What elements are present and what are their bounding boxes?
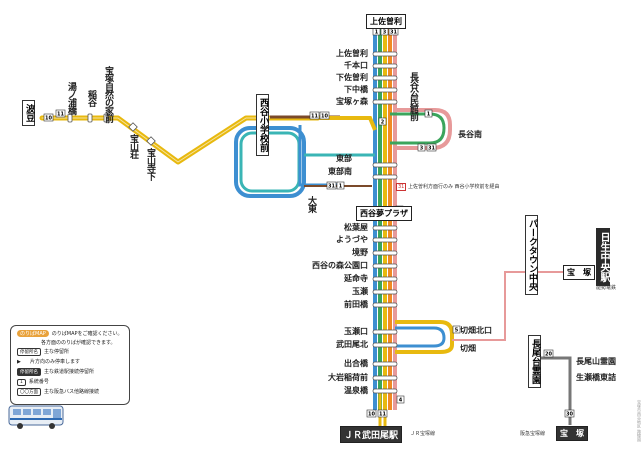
svg-text:1: 1 [427, 112, 431, 118]
svg-text:20: 20 [545, 352, 552, 358]
stop-toubu-minami: 東部南 [328, 167, 352, 176]
stop-takarazukagamori: 宝塚ヶ森 [336, 97, 368, 106]
stop-toubu: 東部 [336, 154, 352, 163]
nitto-line-note: 能勢電鉄 [596, 285, 617, 291]
route-east-south [395, 271, 590, 354]
stop-tamase: 玉瀬 [352, 287, 368, 296]
stop-youzuya: ようづや [336, 235, 368, 244]
svg-text:1: 1 [375, 30, 379, 36]
stop-kiribata: 切畑 [460, 344, 476, 353]
station-kamisasahagi-top: 上佐曽利 [366, 14, 406, 29]
legend-row-hankyu: 〇〇方面主な阪急バス他路線接続 [17, 388, 99, 396]
stop-nagaoyama-reien: 長尾山霊園 [576, 357, 616, 366]
legend-row-stop: 停留所名主な停留所 [17, 348, 69, 356]
station-jr-takedao: ＪＲ武田尾駅 [340, 426, 403, 443]
legend-desc: 各方面ののりばが確認できます。 [41, 340, 116, 346]
svg-text:11: 11 [311, 114, 318, 120]
bus-illustration [8, 405, 64, 429]
stop-shimonakabashi: 下中橋 [344, 85, 368, 94]
route-gray-nagao [540, 356, 572, 425]
stop-inatani: 稲谷 [86, 90, 96, 106]
stop-kiribata-kitaguchi: 切畑北口 [460, 326, 492, 335]
legend-row-rail: 停留所名主な鉄道駅接続停留所 [17, 368, 94, 376]
svg-text:31: 31 [428, 146, 435, 152]
svg-text:31: 31 [390, 30, 397, 36]
route-yellow-link [318, 116, 377, 131]
svg-text:10: 10 [321, 114, 328, 120]
svg-text:10: 10 [45, 116, 52, 122]
route31-note: 31 上佐曽利方面行のみ 西谷小学校前を経由 [396, 183, 500, 191]
stop-enmeiji: 延命寺 [344, 274, 368, 283]
stop-senbonguchi: 千本口 [344, 61, 368, 70]
stop-matsubaya: 松葉屋 [344, 223, 368, 232]
trunk-stops [372, 51, 398, 394]
stop-deaibashi: 出合橋 [344, 359, 368, 368]
stop-ooiwa-inari: 大岩稲荷前 [328, 373, 368, 382]
stop-hase-minami: 長谷南 [458, 130, 482, 139]
station-nagaodai: 長尾台霊園 [528, 335, 541, 388]
stop-kamisasahagi: 上佐曽利 [336, 49, 368, 58]
station-takarazuka-right: 宝 塚 [563, 265, 595, 280]
station-nishitani-plaza: 西谷夢プラザ [356, 206, 412, 221]
route-yellow-west [39, 115, 321, 165]
route-pink-hase [390, 108, 452, 150]
station-nitto: 日生中央駅 [596, 228, 610, 286]
stop-maedabashi: 前田橋 [344, 300, 368, 309]
station-hazu: 波豆 [22, 100, 35, 126]
svg-text:2: 2 [381, 120, 385, 126]
svg-text:5: 5 [455, 328, 459, 334]
svg-text:10: 10 [368, 412, 375, 418]
stop-takedao-kita: 武田尾北 [336, 340, 368, 349]
hankyu-line-note: 阪急宝塚線 [520, 431, 546, 437]
stop-yunourabashi: 湯ノ浦橋 [66, 82, 76, 114]
station-nishitani-school: 西谷小学校前 [256, 94, 269, 156]
svg-text:4: 4 [399, 398, 403, 404]
legend-row-oneway: ▶片方向のみ停車します [17, 359, 81, 365]
stop-onsenbashi: 温泉橋 [344, 386, 368, 395]
stop-nishitani-no-mori: 西谷の森公園口 [312, 261, 368, 270]
station-park-town: パークタウン中央 [525, 215, 538, 295]
svg-text:3: 3 [420, 146, 424, 152]
station-takarazuka-bottom: 宝 塚 [556, 426, 588, 441]
stop-namazebashi: 生瀬橋東詰 [576, 373, 616, 382]
svg-text:11: 11 [57, 112, 64, 118]
svg-text:11: 11 [379, 412, 386, 418]
svg-text:1: 1 [339, 184, 343, 190]
stop-sakaino: 境野 [352, 248, 368, 257]
stop-daitou: 大東 [306, 196, 316, 212]
stop-tamaseguchi: 玉瀬口 [344, 327, 368, 336]
svg-text:3: 3 [383, 30, 387, 36]
stop-shimosasahagi: 下佐曽利 [336, 73, 368, 82]
west-stops [67, 113, 156, 146]
stop-houzanjishita: 宝山寺下 [145, 148, 155, 180]
svg-text:31: 31 [328, 184, 335, 190]
stop-houzansou: 宝山荘 [128, 134, 138, 158]
side-title: 宝塚市西谷地区 路線図 [637, 400, 642, 442]
stop-hase-koumin: 長谷公民館前 [408, 72, 418, 120]
svg-text:30: 30 [566, 412, 573, 418]
stop-shizen-no-ie: 宝塚自然の家前 [103, 66, 113, 122]
route-blue-loop [234, 125, 372, 198]
jr-line-note: ＪＲ宝塚線 [410, 431, 436, 437]
